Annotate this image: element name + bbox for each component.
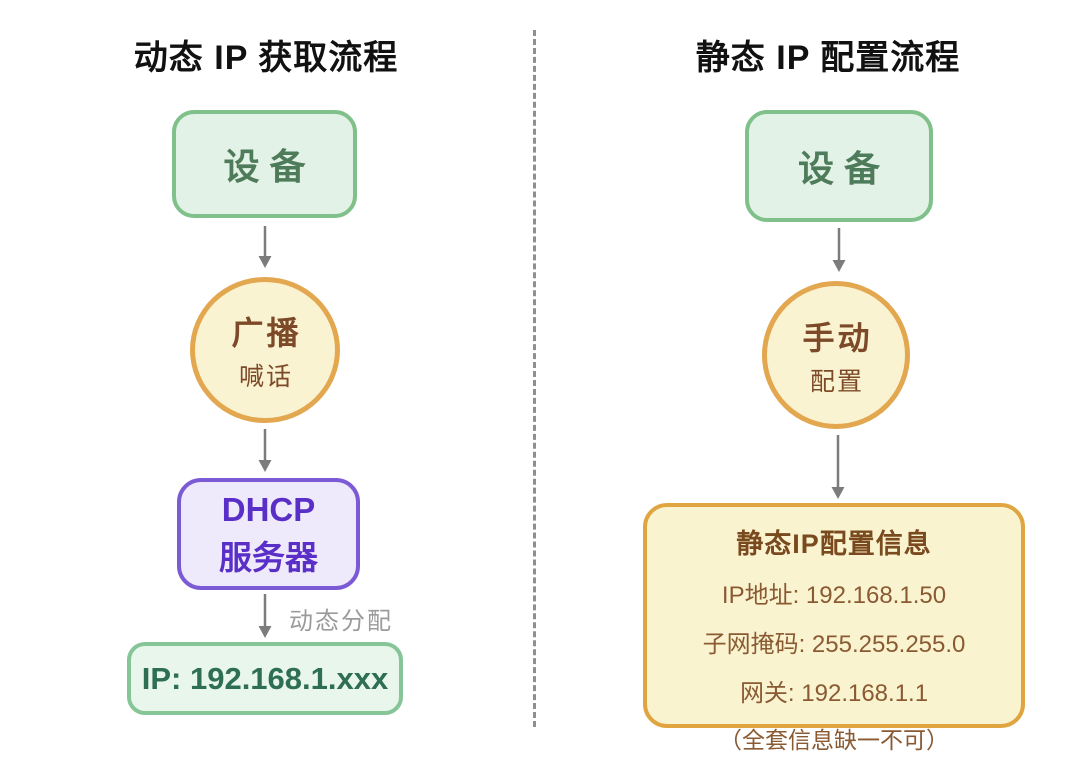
arrow-down-icon xyxy=(258,429,272,472)
arrow-down-icon xyxy=(832,228,846,272)
left-flow-title: 动态 IP 获取流程 xyxy=(133,39,399,77)
static-ip-address-line: IP地址: 192.168.1.50 xyxy=(721,582,947,609)
assigned-ip-label: IP: 192.168.1.xxx xyxy=(141,660,389,696)
static-ip-info-title: 静态IP配置信息 xyxy=(736,529,932,559)
left-broadcast-node: 广播 喊话 xyxy=(190,277,340,423)
left-device-label: 设备 xyxy=(223,146,316,187)
left-broadcast-subtitle: 喊话 xyxy=(238,362,293,391)
arrow-down-icon xyxy=(258,226,272,268)
arrow-down-icon xyxy=(831,435,845,499)
dhcp-server-line1: DHCP xyxy=(221,491,316,529)
manual-config-node: 手动 配置 xyxy=(762,281,910,429)
right-flow-title: 静态 IP 配置流程 xyxy=(695,39,961,77)
assigned-ip-node: IP: 192.168.1.xxx xyxy=(127,642,403,715)
static-ip-info-node: 静态IP配置信息 IP地址: 192.168.1.50 子网掩码: 255.25… xyxy=(643,503,1025,753)
static-gateway-line: 网关: 192.168.1.1 xyxy=(739,680,929,707)
arrow-down-icon xyxy=(258,594,272,638)
dhcp-server-line2: 服务器 xyxy=(219,539,318,576)
dynamic-assign-arrow-label: 动态分配 xyxy=(289,608,393,635)
left-broadcast-title: 广播 xyxy=(231,314,302,351)
static-subnet-mask-line: 子网掩码: 255.255.255.0 xyxy=(702,631,966,658)
dhcp-server-node: DHCP 服务器 xyxy=(177,478,360,590)
static-ip-info-note: （全套信息缺一不可） xyxy=(719,727,949,753)
left-device-node: 设备 xyxy=(172,110,357,218)
manual-config-title: 手动 xyxy=(802,319,873,356)
divider-dashed-line xyxy=(533,30,536,727)
right-device-node: 设备 xyxy=(745,110,933,222)
right-device-label: 设备 xyxy=(797,148,890,189)
manual-config-subtitle: 配置 xyxy=(809,367,864,396)
